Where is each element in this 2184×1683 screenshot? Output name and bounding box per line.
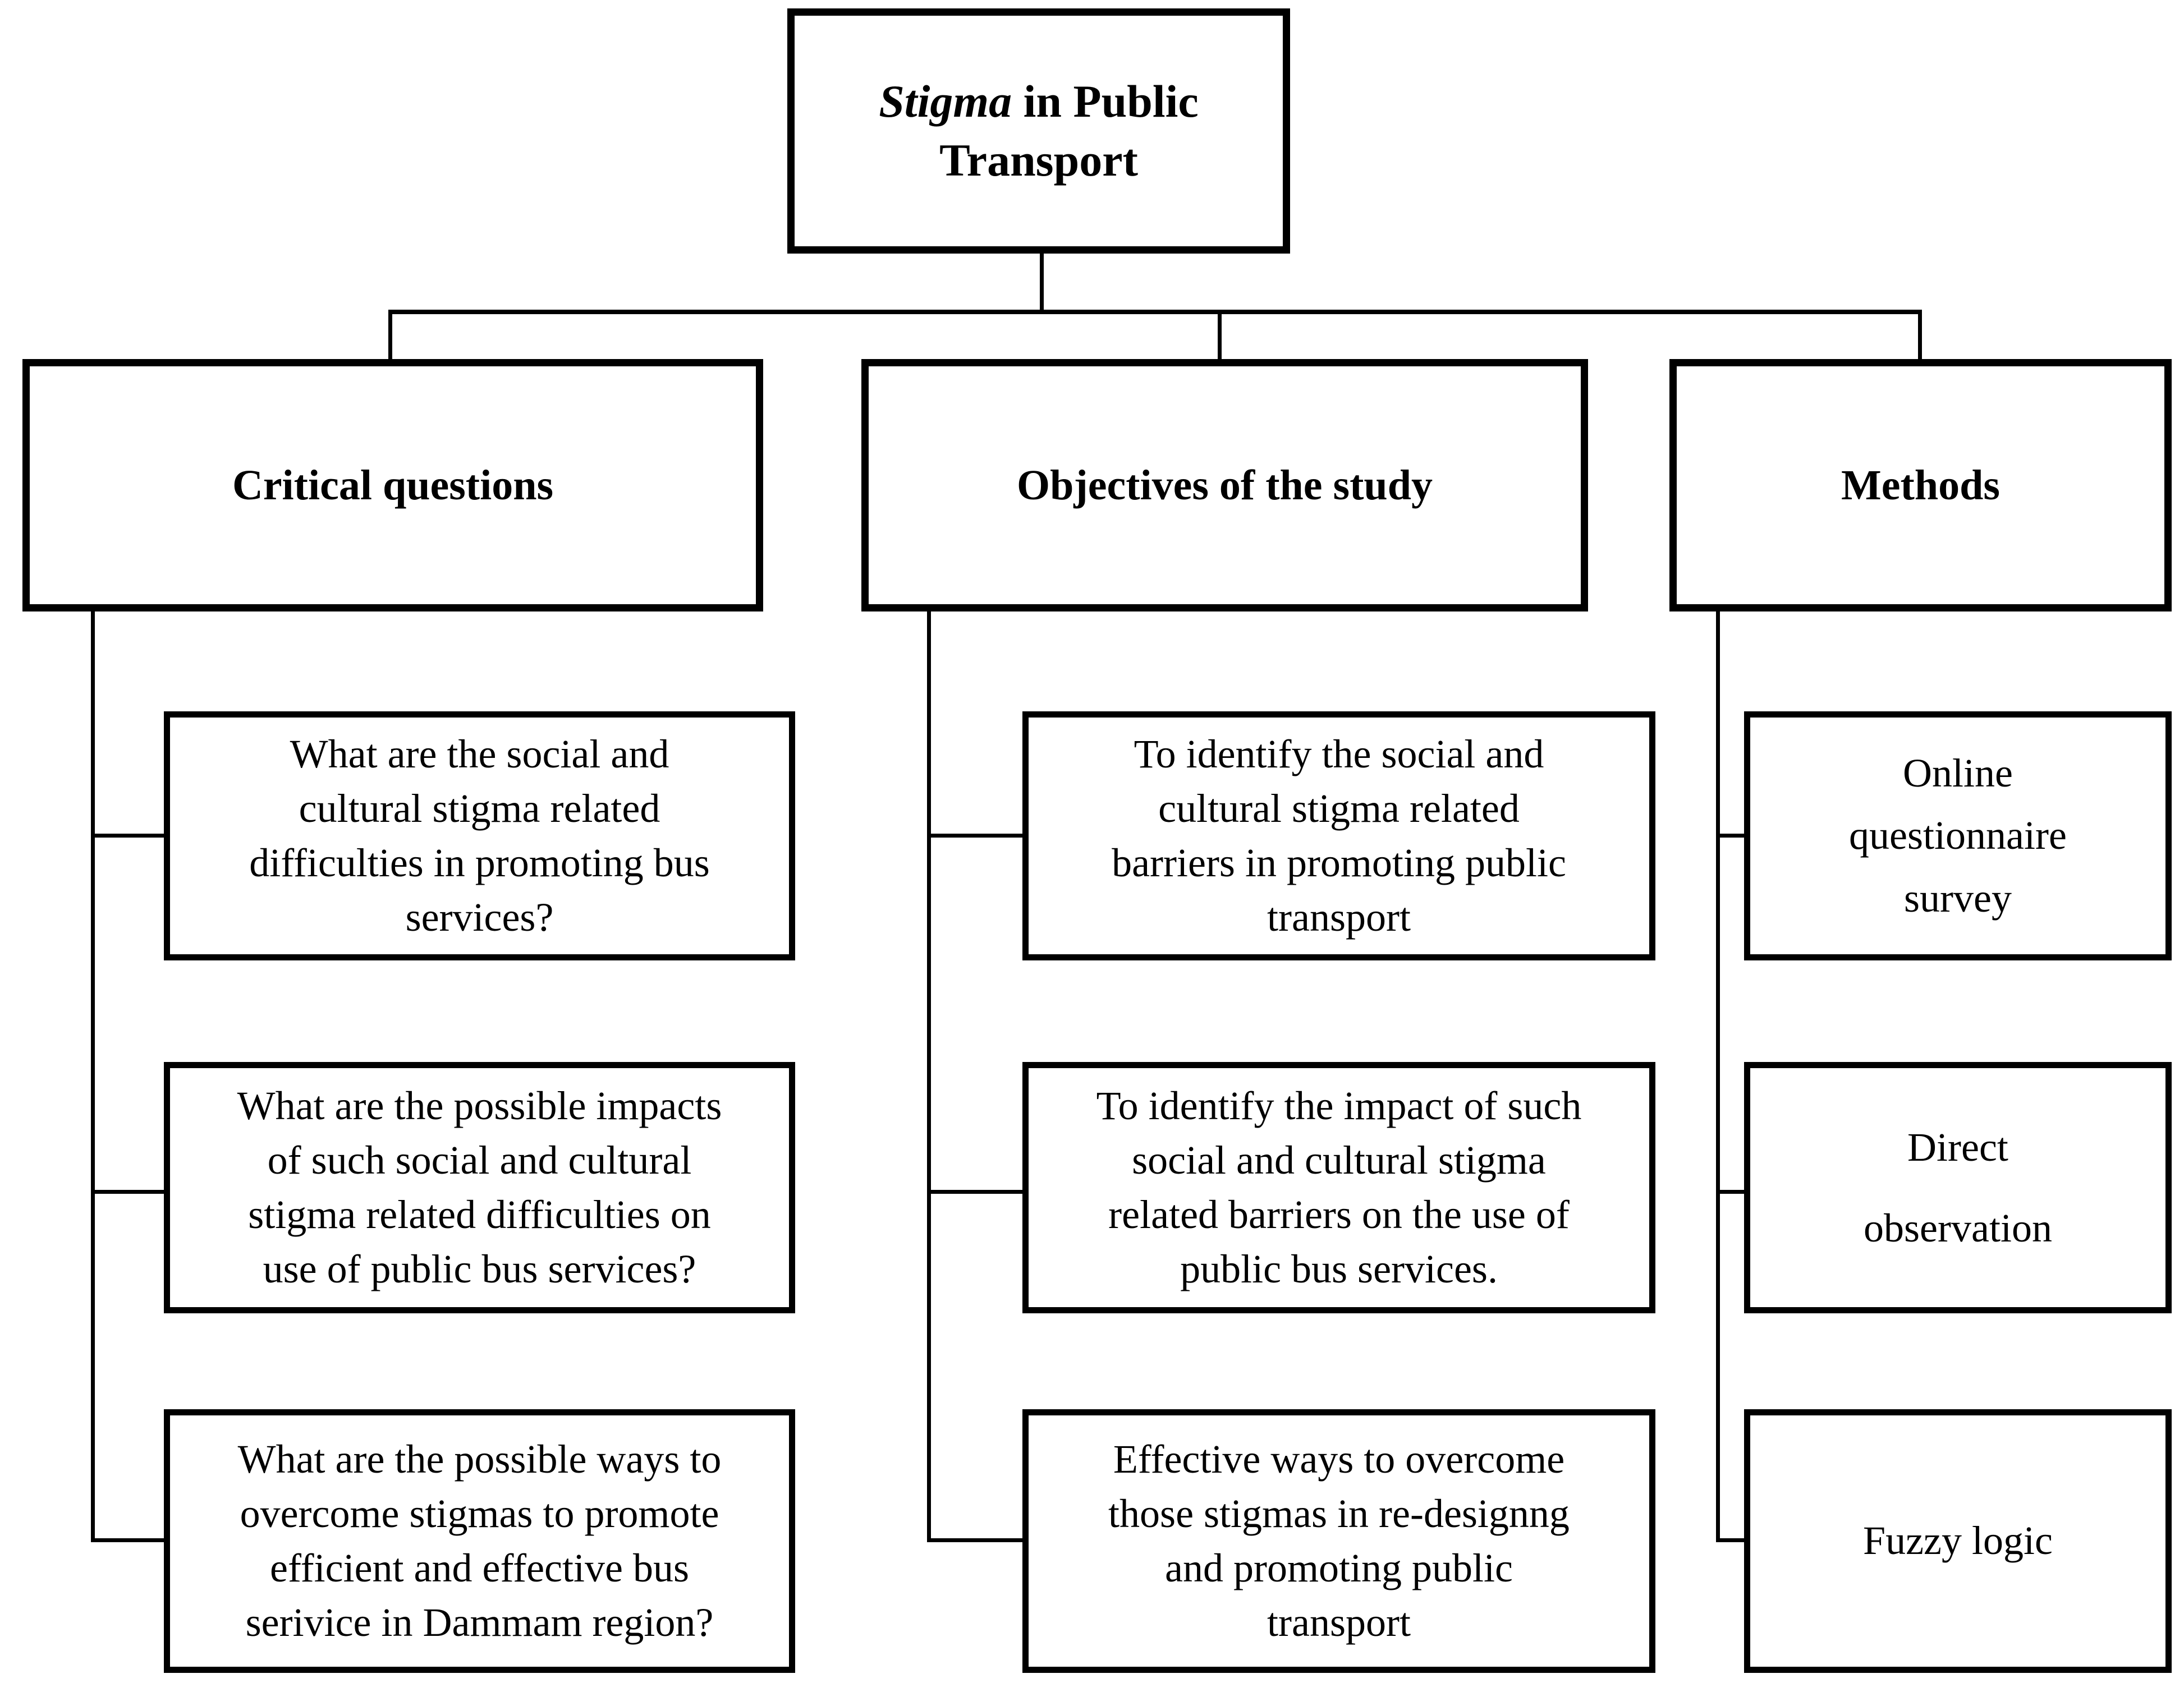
root-title: Stigma in Public Transport — [795, 72, 1283, 190]
stub-methods-3 — [1716, 1538, 1748, 1542]
stub-objectives-3 — [927, 1538, 1026, 1542]
leaf-box-method-direct-observation: Direct observation — [1744, 1062, 2172, 1313]
leaf-text: Fuzzy logic — [1863, 1518, 2053, 1564]
header-label: Objectives of the study — [1017, 461, 1433, 509]
leaf-box-objective-2: To identify the impact of such social an… — [1022, 1062, 1655, 1313]
leaf-text: What are the possible ways to overcome s… — [237, 1436, 722, 1645]
header-label: Critical questions — [232, 461, 554, 509]
header-box-objectives: Objectives of the study — [861, 359, 1588, 611]
leaf-box-method-online-questionnaire: Online questionnaire survey — [1744, 711, 2172, 960]
stub-objectives-2 — [927, 1190, 1026, 1194]
leaf-text: What are the social and cultural stigma … — [249, 731, 710, 940]
root-box: Stigma in Public Transport — [787, 8, 1290, 254]
header-box-critical-questions: Critical questions — [22, 359, 763, 611]
rail-methods — [1716, 611, 1720, 1542]
stub-methods-2 — [1716, 1190, 1748, 1194]
root-title-rest-part: in Public Transport — [939, 75, 1199, 186]
leaf-text: Direct observation — [1864, 1125, 2052, 1250]
header-box-methods: Methods — [1669, 359, 2172, 611]
stub-objectives-1 — [927, 834, 1026, 838]
leaf-text: Effective ways to overcome those stigmas… — [1108, 1436, 1570, 1645]
connector-branch-methods — [1918, 314, 1922, 359]
leaf-text: What are the possible impacts of such so… — [237, 1083, 722, 1292]
rail-critical-questions — [91, 611, 95, 1542]
root-title-italic-part: Stigma — [879, 75, 1012, 127]
stub-critical-questions-1 — [91, 834, 168, 838]
connector-branch-critical-questions — [388, 314, 392, 359]
header-label: Methods — [1841, 461, 2000, 509]
stub-critical-questions-3 — [91, 1538, 168, 1542]
leaf-text: To identify the impact of such social an… — [1096, 1083, 1582, 1292]
leaf-box-objective-1: To identify the social and cultural stig… — [1022, 711, 1655, 960]
leaf-box-question-1: What are the social and cultural stigma … — [164, 711, 795, 960]
rail-objectives — [927, 611, 931, 1542]
leaf-box-method-fuzzy-logic: Fuzzy logic — [1744, 1409, 2172, 1673]
leaf-box-question-3: What are the possible ways to overcome s… — [164, 1409, 795, 1673]
connector-branch-objectives — [1218, 314, 1222, 359]
leaf-box-objective-3: Effective ways to overcome those stigmas… — [1022, 1409, 1655, 1673]
leaf-text: Online questionnaire survey — [1849, 750, 2067, 921]
connector-main-horizontal — [388, 310, 1922, 314]
stub-methods-1 — [1716, 834, 1748, 838]
connector-root-vertical — [1040, 254, 1044, 310]
stub-critical-questions-2 — [91, 1190, 168, 1194]
leaf-box-question-2: What are the possible impacts of such so… — [164, 1062, 795, 1313]
leaf-text: To identify the social and cultural stig… — [1112, 731, 1566, 940]
